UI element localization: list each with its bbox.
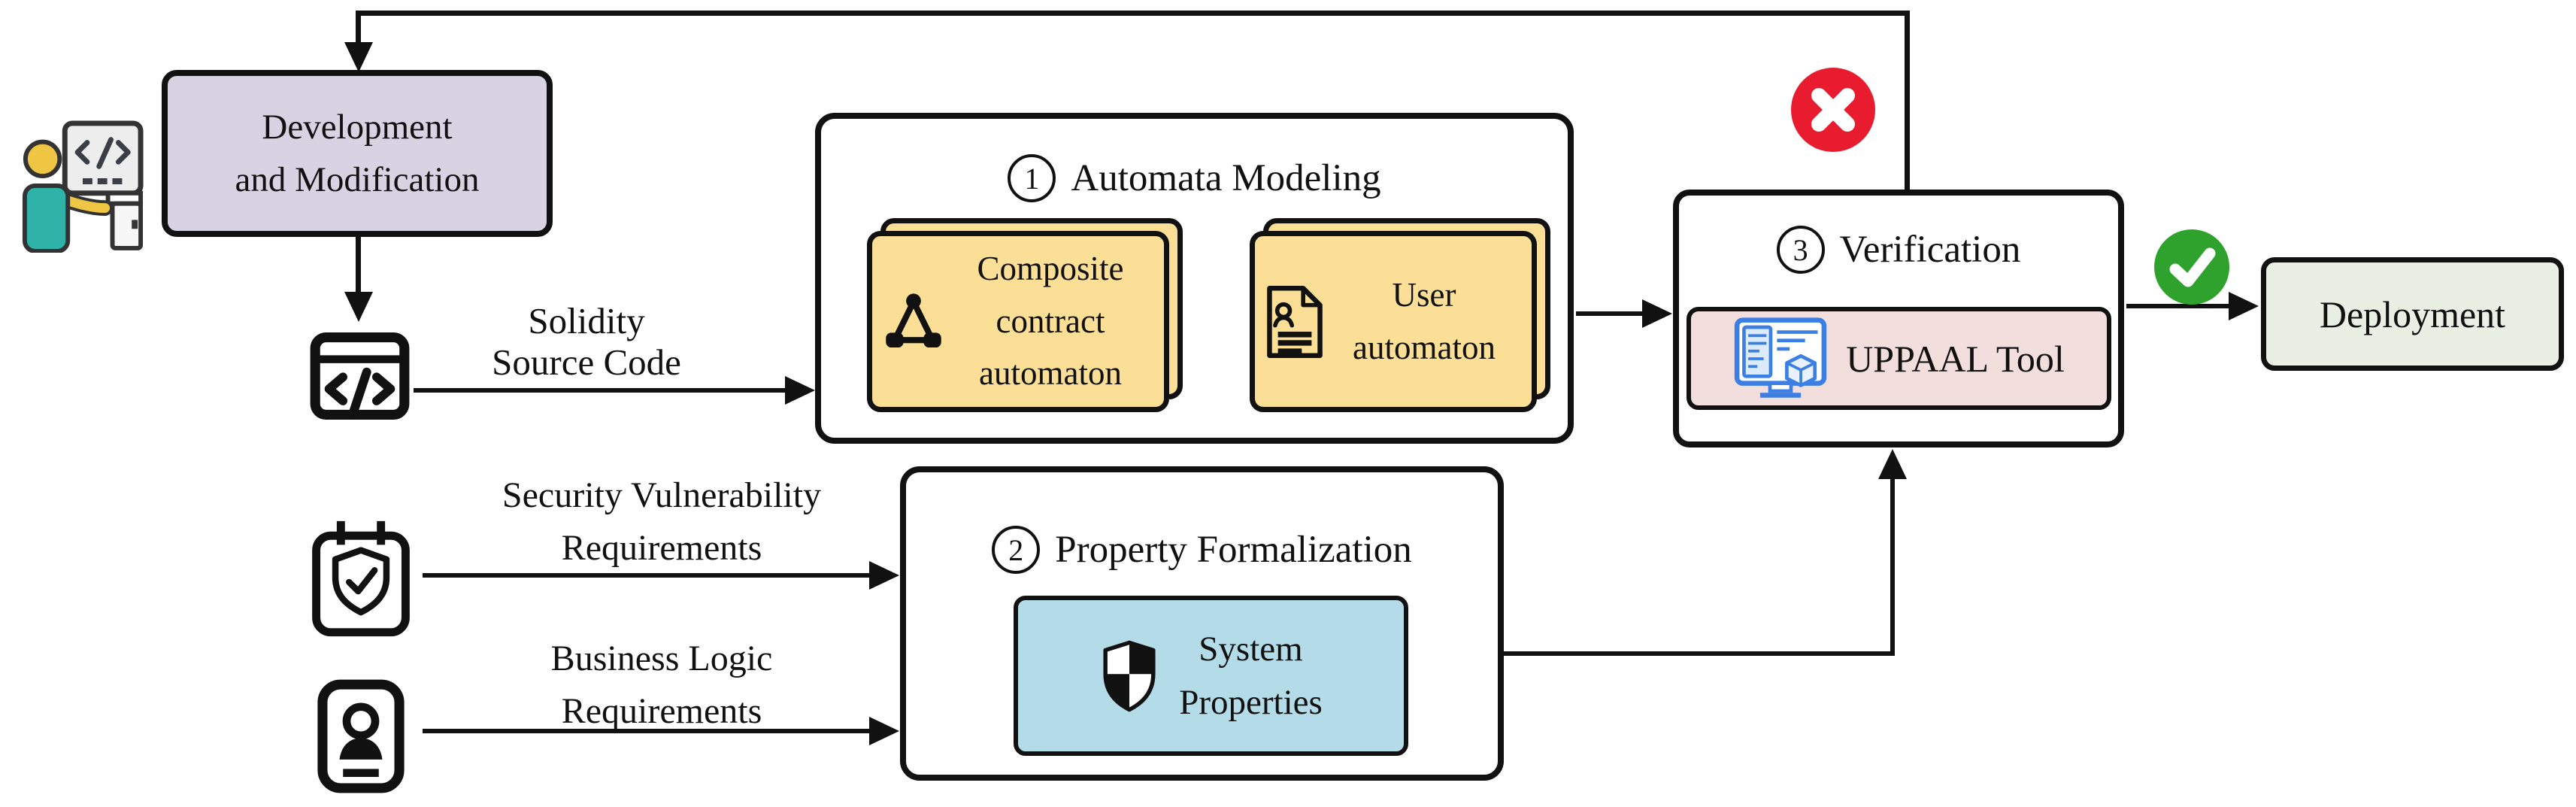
arrowhead-into-verification-left [1642, 299, 1672, 328]
property-to-verification-vline [1890, 475, 1895, 656]
development-box: Development and Modification [162, 70, 553, 237]
composite-line3: automaton [979, 354, 1122, 393]
uppaal-tool-box: UPPAAL Tool [1687, 307, 2111, 410]
user-card: User automaton [1250, 231, 1537, 412]
code-window-icon [310, 332, 410, 420]
development-label-line1: Development [262, 107, 453, 147]
security-to-property-line [423, 573, 871, 578]
business-label-line1: Business Logic [550, 639, 773, 678]
feedback-line-right-drop [1905, 11, 1910, 193]
property-to-verification-hline [1504, 651, 1895, 656]
solidity-label-line1: Solidity [528, 300, 645, 341]
step-3-badge: 3 [1776, 226, 1825, 274]
verification-to-deployment-line [2126, 304, 2232, 308]
verification-title-text: Verification [1839, 229, 2021, 271]
monitor-model-checker-icon [1733, 317, 1828, 401]
feedback-line-top [356, 11, 1910, 16]
system-properties-label: System Properties [1179, 623, 1323, 729]
id-card-icon [310, 679, 412, 793]
arrowhead-business-into-property [869, 717, 899, 745]
automata-to-verification-line [1576, 311, 1644, 316]
arrowhead-into-deployment [2229, 292, 2259, 320]
security-label-line1: Security Vulnerability [502, 475, 822, 515]
property-formalization-title-text: Property Formalization [1055, 529, 1412, 571]
business-requirements-label: Business Logic Requirements [459, 633, 865, 738]
arrowhead-into-development [344, 42, 373, 72]
system-properties-line2: Properties [1179, 682, 1323, 722]
feedback-line-left-drop [356, 11, 361, 45]
uppaal-tool-label: UPPAAL Tool [1846, 337, 2065, 380]
security-requirements-label: Security Vulnerability Requirements [444, 469, 880, 575]
business-label-line2: Requirements [561, 691, 762, 732]
arrowhead-into-automata [785, 376, 815, 405]
red-cross-circle-icon [1790, 66, 1877, 153]
arrowhead-into-verification-bottom [1878, 449, 1907, 479]
solidity-to-automata-line [414, 388, 788, 393]
solidity-source-label: Solidity Source Code [417, 300, 756, 384]
business-to-property-line [423, 729, 871, 733]
arrowhead-dev-to-code [344, 292, 373, 322]
deployment-label: Deployment [2319, 293, 2506, 335]
development-label-line2: and Modification [235, 160, 480, 199]
dev-to-code-line [356, 237, 361, 294]
user-line2: automaton [1353, 328, 1496, 366]
composite-card: Composite contract automaton [867, 231, 1169, 412]
step-2-badge: 2 [992, 526, 1041, 574]
composite-card-label: Composite contract automaton [946, 243, 1155, 400]
user-document-icon [1264, 284, 1326, 360]
composite-line2: contract [996, 302, 1105, 340]
security-label-line2: Requirements [561, 528, 762, 569]
automata-modeling-title-text: Automata Modeling [1071, 157, 1381, 199]
green-check-circle-icon [2153, 228, 2231, 306]
system-properties-box: System Properties [1014, 596, 1408, 756]
network-triangle-icon [881, 290, 946, 353]
step-1-badge: 1 [1008, 154, 1056, 202]
user-card-label: User automaton [1326, 269, 1523, 375]
system-properties-line1: System [1199, 630, 1303, 669]
clipboard-shield-check-icon [308, 517, 414, 638]
property-formalization-title: 2 Property Formalization [900, 520, 1504, 579]
automata-modeling-title: 1 Automata Modeling [815, 149, 1574, 208]
user-line1: User [1392, 275, 1456, 314]
solidity-label-line2: Source Code [492, 341, 681, 383]
composite-line1: Composite [977, 249, 1124, 287]
verification-title: 3 Verification [1673, 221, 2124, 278]
quartered-shield-icon [1099, 639, 1159, 713]
arrowhead-security-into-property [869, 561, 899, 590]
person-at-computer-icon [19, 111, 145, 253]
deployment-box: Deployment [2261, 257, 2564, 371]
